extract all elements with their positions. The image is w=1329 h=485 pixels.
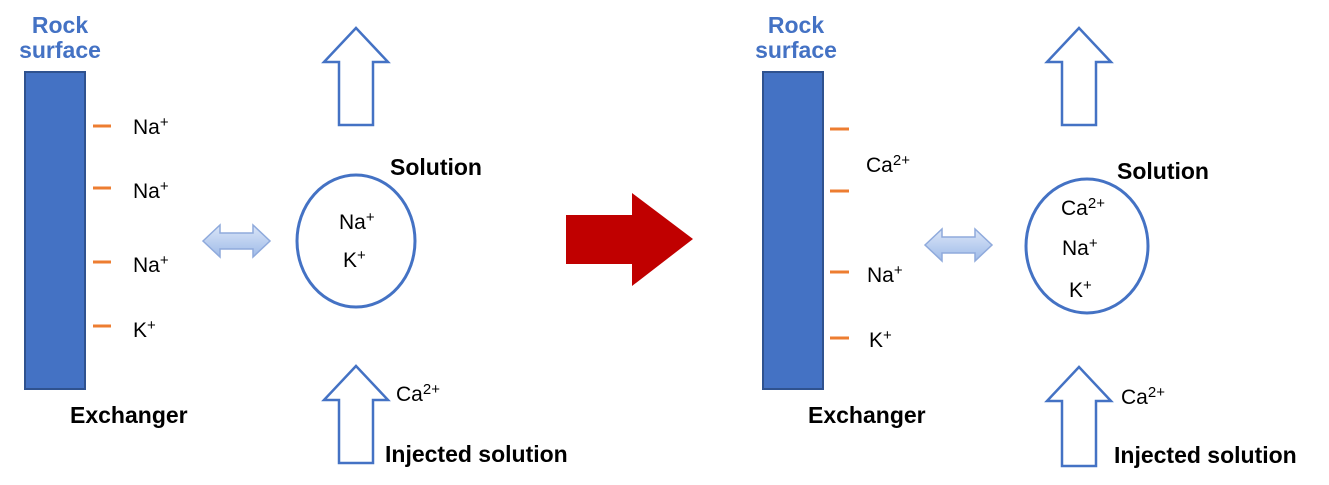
solution-ion-right: Na+	[1062, 235, 1098, 260]
solution-label-left: Solution	[390, 154, 482, 180]
solution-label-right: Solution	[1117, 158, 1209, 184]
outflow-arrow-right	[1044, 26, 1114, 127]
injected-ion-right: Ca2+	[1121, 384, 1165, 409]
exchanger-ion-left: K+	[133, 317, 156, 342]
rock-surface-title-right: Rock surface	[755, 12, 837, 64]
inflow-arrow-right	[1044, 365, 1114, 468]
exchanger-ion-left: Na+	[133, 252, 169, 277]
negative-charges-left	[93, 124, 111, 328]
exchanger-label-left: Exchanger	[70, 402, 188, 428]
exchange-arrow-left	[201, 223, 272, 259]
solution-circle-left	[295, 173, 417, 309]
rock-surface-title-left: Rock surface	[19, 12, 101, 64]
exchanger-ion-left: Na+	[133, 178, 169, 203]
solution-ion-left: K+	[343, 247, 366, 272]
negative-charges-right	[830, 127, 849, 340]
exchange-arrow-right	[923, 227, 994, 263]
exchanger-ion-right: Ca2+	[866, 152, 910, 177]
solution-circle-right	[1024, 177, 1150, 315]
rock-slab-right	[762, 71, 824, 390]
exchanger-ion-right: Na+	[867, 262, 903, 287]
exchanger-label-right: Exchanger	[808, 402, 926, 428]
solution-ion-left: Na+	[339, 209, 375, 234]
injected-ion-left: Ca2+	[396, 381, 440, 406]
inflow-arrow-left	[321, 364, 391, 465]
solution-ion-right: K+	[1069, 277, 1092, 302]
solution-ion-right: Ca2+	[1061, 195, 1105, 220]
exchanger-ion-right: K+	[869, 327, 892, 352]
outflow-arrow-left	[321, 26, 391, 127]
transition-arrow	[566, 193, 693, 286]
injected-solution-label-right: Injected solution	[1114, 442, 1297, 468]
injected-solution-label-left: Injected solution	[385, 441, 568, 467]
exchanger-ion-left: Na+	[133, 114, 169, 139]
rock-slab-left	[24, 71, 86, 390]
